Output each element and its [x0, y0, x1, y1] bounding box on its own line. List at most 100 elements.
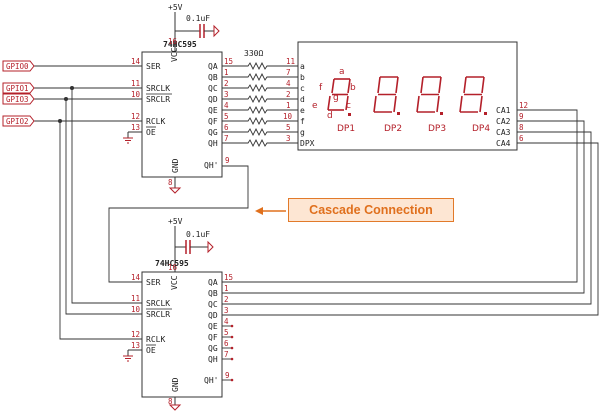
arrow-left-icon	[255, 207, 286, 215]
pin-number: 11	[131, 294, 140, 303]
seg-letter-e: e	[312, 101, 318, 111]
pin-label: SRCLR	[146, 310, 170, 319]
pin-number: 10	[283, 112, 293, 121]
seg-letter-a: a	[339, 67, 345, 77]
shift-register-1: 74HC595 +5V 16 VCC 0.1uF GND 8 SER 14 SR…	[34, 3, 233, 194]
gpio-tags: GPIO0 GPIO1 GPIO3 GPIO2	[2, 60, 35, 127]
digit-3	[416, 76, 442, 113]
pin-label: g	[300, 128, 305, 137]
pin-number: 5	[224, 112, 229, 121]
dp-dot	[440, 112, 443, 115]
shift-register-2: 74HC595 +5V 16 VCC 0.1uF GND 8 SER 14 SR…	[122, 217, 234, 411]
cascade-wire	[108, 165, 249, 283]
pin-number: 4	[286, 79, 291, 88]
seg-letter-c: c	[346, 101, 351, 111]
svg-text:GPIO3: GPIO3	[6, 95, 29, 104]
pin-number: 1	[224, 284, 229, 293]
pin-label: QF	[208, 117, 218, 126]
dp-dot	[397, 112, 400, 115]
pin-number: 2	[224, 79, 229, 88]
seg-letter-g: g	[333, 93, 339, 103]
pin-number: 3	[224, 90, 229, 99]
pin-number: 11	[286, 57, 295, 66]
chip2-cap: 0.1uF	[186, 230, 210, 239]
pin-label: QH'	[204, 376, 218, 385]
pin-label: QA	[208, 62, 218, 71]
pin-number: 3	[224, 306, 229, 315]
digit-select-wires	[222, 109, 599, 316]
pin-label: QH	[208, 139, 218, 148]
pin-label: SER	[146, 278, 161, 287]
pin-label: CA3	[496, 128, 511, 137]
pin-number: 2	[224, 295, 229, 304]
gpio-tag: GPIO0	[2, 60, 35, 72]
pin-number: 1	[286, 101, 291, 110]
pin-label: e	[300, 106, 305, 115]
pin-number: 10	[131, 90, 141, 99]
chip1-name: 74HC595	[163, 40, 197, 49]
chip2-vcc-pin: 16	[168, 263, 178, 272]
pin-label: SER	[146, 62, 161, 71]
chip2-name: 74HC595	[155, 259, 189, 268]
pin-label: QE	[208, 322, 218, 331]
pin-number: 3	[286, 134, 291, 143]
digit-1	[327, 78, 351, 111]
pin-label: CA2	[496, 117, 511, 126]
dp-dot	[484, 112, 487, 115]
pin-number: 6	[224, 339, 229, 348]
pin-number: 15	[224, 57, 233, 66]
pin-number: 7	[224, 350, 229, 359]
chip1-vcc-pin: 16	[168, 37, 178, 46]
pin-number: 9	[519, 112, 524, 121]
chip2-vcc-text: VCC	[170, 275, 179, 290]
pin-number: 6	[224, 123, 229, 132]
pin-number: 12	[519, 101, 528, 110]
resistor-array: 330Ω	[222, 49, 298, 148]
pin-label: QG	[208, 344, 218, 353]
pin-label: c	[300, 84, 305, 93]
pin-label: QF	[208, 333, 218, 342]
dp-label: DP1	[337, 124, 355, 134]
pin-label: QA	[208, 278, 218, 287]
chip1-gnd-pin: 8	[168, 178, 173, 187]
chip2-vcc-label: +5V	[168, 217, 183, 226]
pin-label: d	[300, 95, 305, 104]
chip2-right-pins: QA 15 QB 1 QC 2 QD 3 QE 4 QF 5 QG 6 QH 7…	[204, 273, 234, 385]
pin-number: 5	[224, 328, 229, 337]
pin-label: DPX	[300, 139, 315, 148]
pin-number: 15	[224, 273, 233, 282]
pin-number: 4	[224, 317, 229, 326]
pin-label: QC	[208, 84, 218, 93]
chip1-gnd-text: GND	[171, 158, 180, 173]
pin-label: CA1	[496, 106, 511, 115]
pin-number: 13	[131, 341, 140, 350]
pin-label: QD	[208, 311, 218, 320]
pin-number: 12	[131, 112, 140, 121]
pin-label: RCLK	[146, 117, 165, 126]
pin-number: 14	[131, 57, 141, 66]
pin-number: 4	[224, 101, 229, 110]
pin-number: 5	[286, 123, 291, 132]
seg-letter-d: d	[327, 111, 333, 121]
pin-number: 13	[131, 123, 140, 132]
pin-label: QH'	[204, 161, 218, 170]
chip1-vcc-text: VCC	[170, 47, 179, 62]
pin-number: 12	[131, 330, 140, 339]
pin-label: QD	[208, 95, 218, 104]
pin-label: QG	[208, 128, 218, 137]
pin-number: 10	[131, 305, 141, 314]
pin-number: 9	[225, 156, 230, 165]
pin-number: 9	[225, 371, 230, 380]
seven-segment-display: 11 a 7 b 4 c 2 d 1 e 10 f 5 g 3 DPX CA1 …	[283, 41, 528, 151]
pin-label: OE	[146, 346, 156, 355]
seg-letter-f: f	[319, 83, 323, 93]
pin-label: QE	[208, 106, 218, 115]
pin-number: 8	[519, 123, 524, 132]
pin-label: a	[300, 62, 305, 71]
pin-label: SRCLK	[146, 84, 170, 93]
pin-label: RCLK	[146, 335, 165, 344]
pin-label: CA4	[496, 139, 511, 148]
digit-2	[373, 76, 399, 113]
pin-number: 7	[224, 134, 229, 143]
